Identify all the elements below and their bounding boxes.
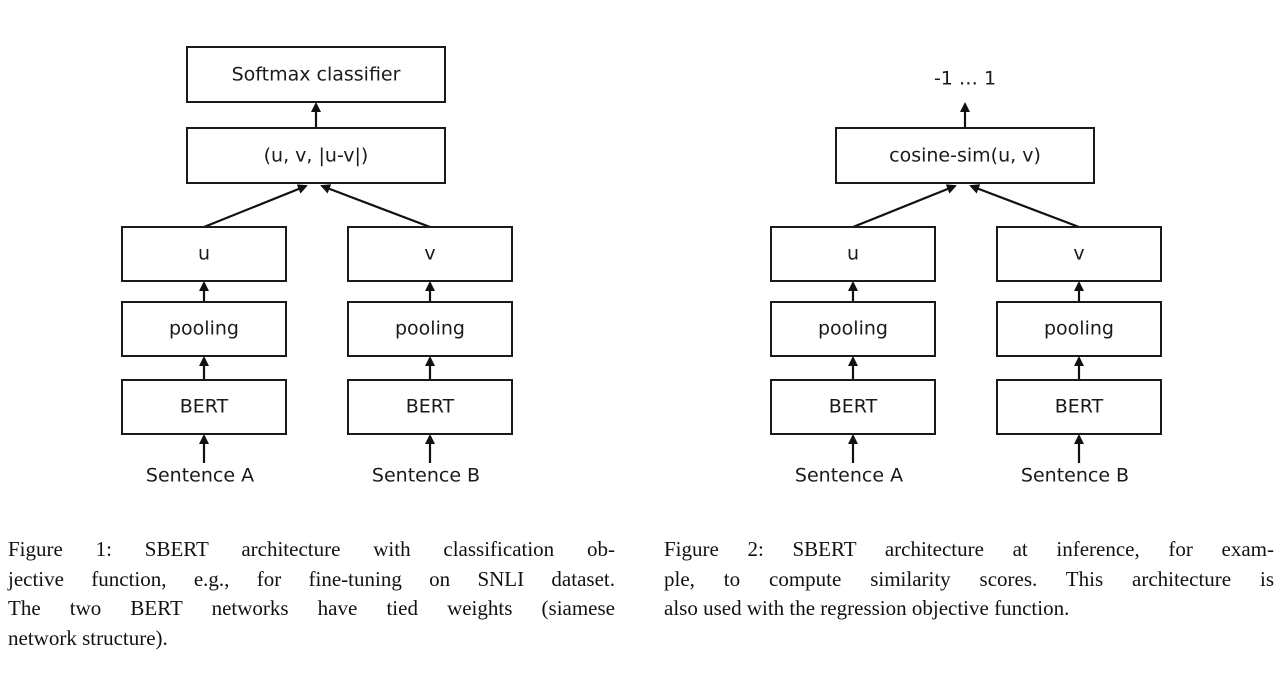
bert-box-right xyxy=(996,379,1162,435)
v-box xyxy=(347,226,513,282)
pooling-label-left: pooling xyxy=(169,318,239,340)
arrow-v-to-concat xyxy=(320,184,431,229)
bert-label-left: BERT xyxy=(829,396,878,418)
caption-line: The two BERT networks have tied weights … xyxy=(8,596,615,620)
bert-label-right: BERT xyxy=(1055,396,1104,418)
bert-box-right xyxy=(347,379,513,435)
u-box xyxy=(770,226,936,282)
concat-label: (u, v, |u-v|) xyxy=(264,145,369,167)
arrow-u-to-cosine xyxy=(852,184,957,229)
u-label: u xyxy=(198,243,210,265)
bert-label-right: BERT xyxy=(406,396,455,418)
caption-line: ple, to compute similarity scores. This … xyxy=(664,566,1274,591)
pooling-label-right: pooling xyxy=(1044,318,1114,340)
pooling-box-right xyxy=(347,301,513,357)
softmax-classifier-box xyxy=(186,46,446,103)
softmax-classifier-label: Softmax classifier xyxy=(232,64,401,86)
cosine-sim-box xyxy=(835,127,1095,184)
concat-box xyxy=(186,127,446,184)
caption-line: network structure). xyxy=(8,625,168,650)
bert-box-left xyxy=(770,379,936,435)
arrow-u-to-concat xyxy=(203,184,308,229)
cosine-sim-label: cosine-sim(u, v) xyxy=(889,145,1041,167)
sbert-diagrams: Softmax classifier (u, v, |u-v|) u pooli… xyxy=(121,46,1162,487)
v-label: v xyxy=(424,243,435,265)
pooling-box-left xyxy=(121,301,287,357)
sentence-b-label: Sentence B xyxy=(372,465,480,487)
sentence-a-label: Sentence A xyxy=(146,465,254,487)
pooling-label-right: pooling xyxy=(395,318,465,340)
figure-1-diagram: Softmax classifier (u, v, |u-v|) u pooli… xyxy=(121,46,513,487)
sentence-b-label: Sentence B xyxy=(1021,465,1129,487)
v-box xyxy=(996,226,1162,282)
caption-line: Figure 2: SBERT architecture at inferenc… xyxy=(664,537,1274,561)
output-range-label: -1 … 1 xyxy=(934,68,996,90)
caption-line: also used with the regression objective … xyxy=(664,596,1070,620)
figure-2-diagram: -1 … 1 cosine-sim(u, v) u pooling BERT S… xyxy=(770,68,1162,487)
figure-2-caption: Figure 2: SBERT architecture at inferenc… xyxy=(664,535,1274,624)
u-label: u xyxy=(847,243,859,265)
caption-line: jective function, e.g., for fine-tuning … xyxy=(8,566,615,591)
figure-1-caption: Figure 1: SBERT architecture with classi… xyxy=(8,535,615,653)
sentence-a-label: Sentence A xyxy=(795,465,903,487)
pooling-box-left xyxy=(770,301,936,357)
arrow-v-to-cosine xyxy=(969,184,1080,229)
v-label: v xyxy=(1073,243,1084,265)
caption-line: Figure 1: SBERT architecture with classi… xyxy=(8,537,615,561)
pooling-label-left: pooling xyxy=(818,318,888,340)
bert-label-left: BERT xyxy=(180,396,229,418)
